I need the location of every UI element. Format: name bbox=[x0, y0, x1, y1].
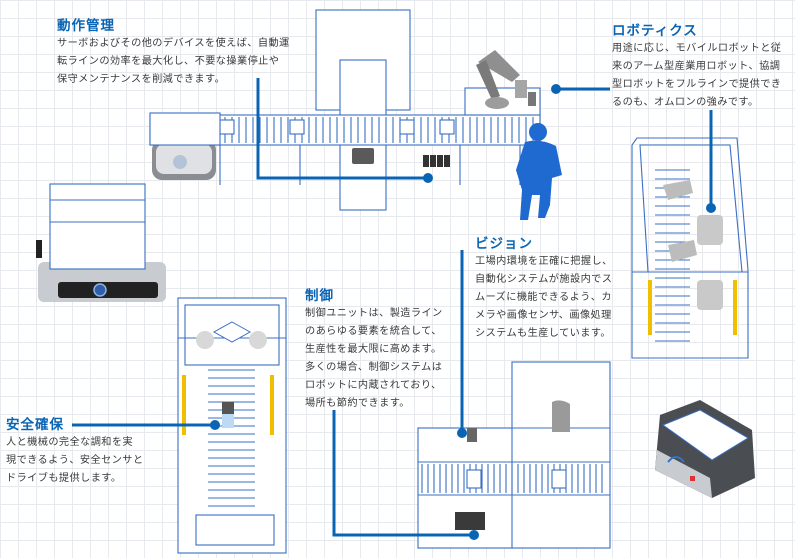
callout-robotics: ロボティクス 用途に応じ、モバイルロボットと従 来のアーム型産業用ロボット、協調… bbox=[612, 22, 781, 112]
vision-inspection-station bbox=[417, 361, 611, 549]
callout-connectors bbox=[72, 78, 716, 540]
vision-description: 工場内環境を正確に把握し、 自動化システムが施設内でス ムーズに機能できるよう、… bbox=[475, 256, 613, 339]
robotics-description: 用途に応じ、モバイルロボットと従 来のアーム型産業用ロボット、協調 型ロボットを… bbox=[612, 43, 782, 108]
servo-drives bbox=[423, 155, 450, 167]
motion-control-title: 動作管理 bbox=[57, 18, 115, 34]
mobile-robot-large bbox=[36, 183, 166, 302]
control-title: 制御 bbox=[305, 288, 334, 304]
controller-unit bbox=[352, 148, 374, 164]
safety-description: 人と機械の完全な調和を実 現できるよう、安全センサと ドライブも提供します。 bbox=[6, 437, 144, 484]
control-description: 制御ユニットは、製造ライン のあらゆる要素を統合して、 生産性を最大限に高めます… bbox=[305, 308, 443, 409]
scara-robot-cell bbox=[631, 137, 749, 359]
callout-vision: ビジョン 工場内環境を正確に把握し、 自動化システムが施設内でス ムーズに機能で… bbox=[475, 235, 613, 343]
callout-control: 制御 制御ユニットは、製造ライン のあらゆる要素を統合して、 生産性を最大限に高… bbox=[305, 287, 443, 413]
conveyor-line bbox=[149, 9, 541, 211]
robotics-title: ロボティクス bbox=[612, 23, 698, 39]
callout-safety: 安全確保 人と機械の完全な調和を実 現できるよう、安全センサと ドライブも提供し… bbox=[6, 416, 143, 488]
collaborative-robot-arm bbox=[476, 50, 536, 109]
vision-title: ビジョン bbox=[475, 236, 533, 252]
motion-control-description: サーボおよびその他のデバイスを使えば、自動運 転ラインの効率を最大化し、不要な操… bbox=[57, 38, 290, 85]
safety-title: 安全確保 bbox=[6, 417, 64, 433]
mobile-robot-top-left bbox=[149, 112, 221, 180]
callout-motion-control: 動作管理 サーボおよびその他のデバイスを使えば、自動運 転ラインの効率を最大化し… bbox=[57, 17, 290, 89]
mobile-robot-small bbox=[655, 400, 755, 498]
worker-figure bbox=[516, 123, 562, 220]
